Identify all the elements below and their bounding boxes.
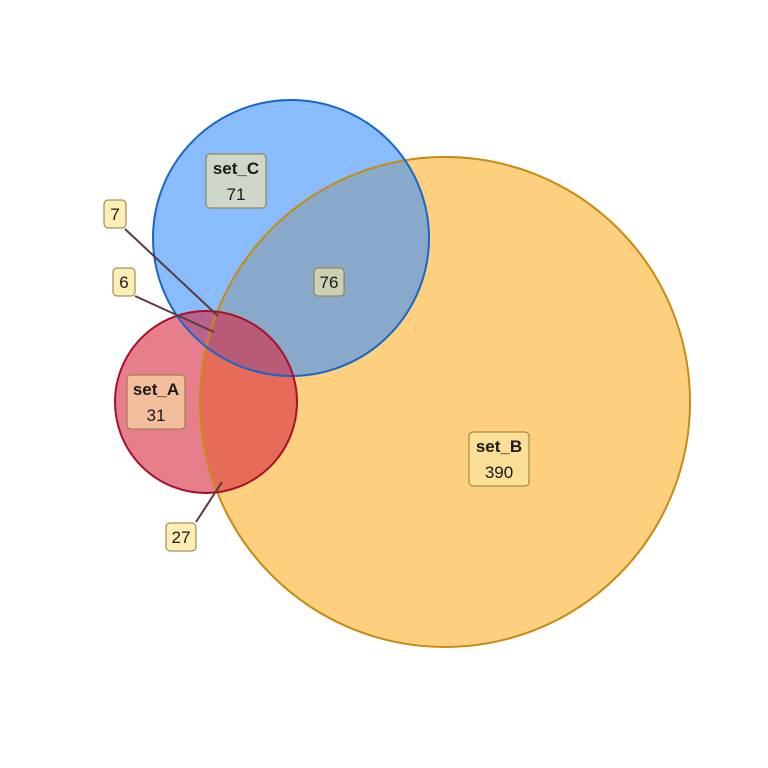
label-box-set_B xyxy=(468,431,530,487)
circle-outline-set_C xyxy=(152,99,430,377)
set-count-set_B: 390 xyxy=(485,463,513,482)
overlap-count-A-B: 27 xyxy=(172,528,191,547)
set-name-set_B: set_B xyxy=(476,437,522,456)
label-box-overlap-A-B-C xyxy=(112,267,136,297)
leader-line-A-C xyxy=(124,228,219,317)
leader-line-A-B xyxy=(195,481,223,523)
set-circles xyxy=(114,99,691,648)
leader-line-A-B-C xyxy=(134,295,215,333)
set-count-set_C: 71 xyxy=(227,185,246,204)
overlap-count-B-C: 76 xyxy=(320,273,339,292)
label-box-overlap-A-B xyxy=(165,522,197,552)
overlap-count-A-C: 7 xyxy=(110,205,119,224)
circle-outline-set_B xyxy=(199,156,691,648)
overlap-count-A-B-C: 6 xyxy=(119,273,128,292)
label-box-set_A xyxy=(126,374,186,430)
label-box-overlap-B-C xyxy=(313,267,345,297)
circle-set_A xyxy=(115,311,297,493)
label-box-set_C xyxy=(205,153,267,209)
set-name-set_C: set_C xyxy=(213,159,259,178)
label-box-overlap-A-C xyxy=(103,199,127,229)
set-name-set_A: set_A xyxy=(133,380,179,399)
set-count-set_A: 31 xyxy=(147,406,166,425)
leader-lines xyxy=(124,228,223,523)
circle-outline-set_A xyxy=(114,310,298,494)
